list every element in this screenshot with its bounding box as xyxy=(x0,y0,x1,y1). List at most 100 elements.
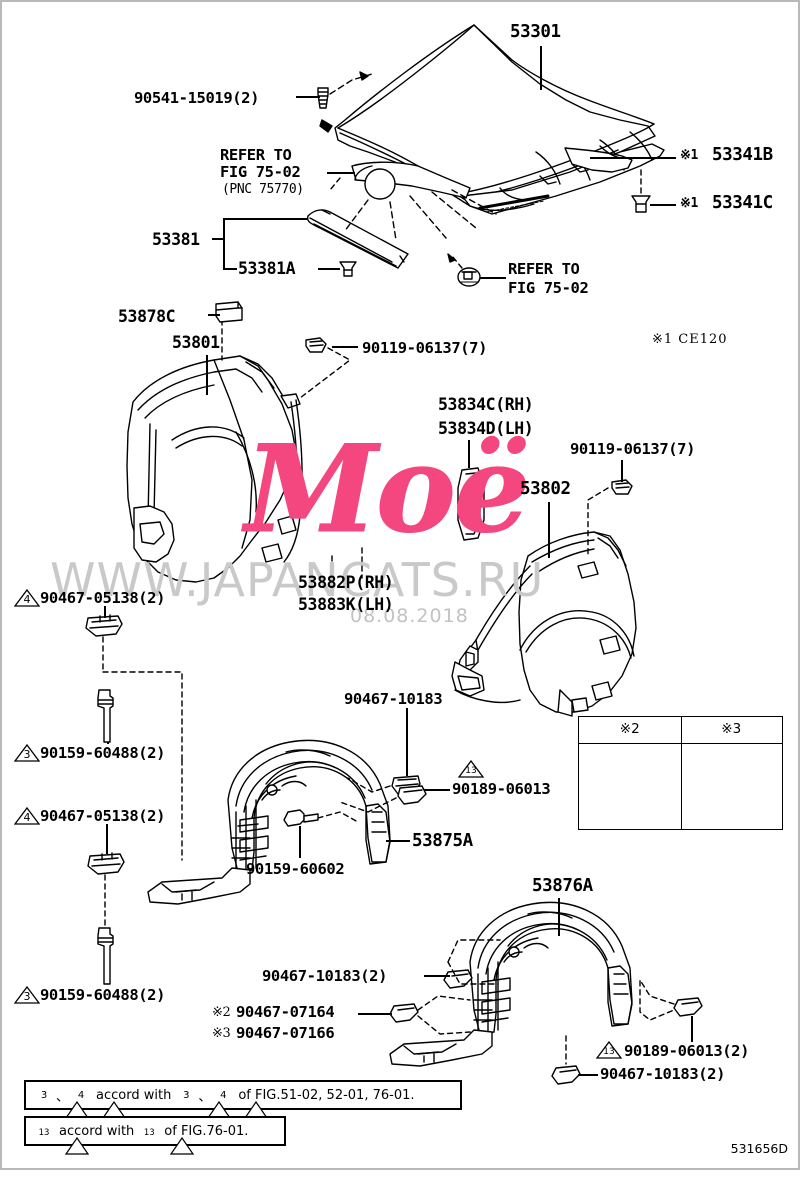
footnote-1-sep-1: 、 xyxy=(56,1089,70,1105)
pad-53878c-glyph xyxy=(215,301,243,323)
leader-05138-a xyxy=(104,606,106,618)
triangle-3-a-number: 3 xyxy=(23,748,31,761)
label-clip-90467-10183-2: 90467-10183(2) xyxy=(262,967,388,985)
footnote-triangle-4-a-number: 4 xyxy=(77,1090,85,1101)
label-retainer-53883k: 53883K(LH) xyxy=(298,595,394,614)
leader-53875a xyxy=(386,840,410,842)
label-bolt-90119-a: 90119-06137(7) xyxy=(362,339,488,357)
footnote-triangle-13-b-number: 13 xyxy=(143,1128,155,1138)
label-clip-90467-10183-b2: 90467-10183(2) xyxy=(600,1065,726,1083)
footnote-1-figs: of FIG.51-02, 52-01, 76-01. xyxy=(238,1087,415,1103)
label-clip-90467-05138-b: 90467-05138(2) xyxy=(40,807,166,825)
seal-53381-drawing xyxy=(306,209,409,269)
label-clip-90467-07164: 90467-07164 xyxy=(236,1003,335,1021)
clip-90189-06013-2-glyph xyxy=(673,997,703,1017)
leader-refer-b xyxy=(480,277,506,279)
label-bolt-90119-b: 90119-06137(7) xyxy=(570,440,696,458)
leader-refer-a xyxy=(327,172,355,174)
bracket-53381-bottom xyxy=(223,268,237,270)
label-refer-75-02-b-line2: FIG 75-02 xyxy=(508,279,589,297)
footnote-triangle-13-a: 13 xyxy=(32,1122,90,1155)
leader-60488-a xyxy=(107,742,109,744)
bracket-53381-vert xyxy=(223,218,225,270)
footnote-2-fig: of FIG.76-01. xyxy=(164,1123,249,1139)
label-clip-53341c: 53341C xyxy=(712,193,773,213)
clip-53341c-glyph xyxy=(631,195,651,213)
leader-53341b xyxy=(590,157,676,159)
watermark-url: WWW.JAPANCATS.RU xyxy=(50,553,545,607)
footnote-1-content: 3 、 4 accord with 3 、 4 of FIG.51-02, 52… xyxy=(26,1086,415,1119)
leader-10183-2 xyxy=(424,975,450,977)
label-fender-53801: 53801 xyxy=(172,333,220,352)
label-fender-53802: 53802 xyxy=(520,479,571,499)
label-screw-90159-60488-a: 90159-60488(2) xyxy=(40,744,166,762)
liner-53876a-drawing xyxy=(389,901,633,1067)
label-mark1-c: ※1 xyxy=(680,196,698,211)
leader-06013-2 xyxy=(691,1016,693,1042)
footnote-box-2: 13 accord with 13 of FIG.76-01. xyxy=(24,1116,286,1155)
leader-90119-b xyxy=(621,460,623,482)
watermark-date: 08.08.2018 xyxy=(350,605,469,627)
clip-90467-07164-glyph xyxy=(389,1003,419,1023)
bolt-90119-a-glyph xyxy=(305,337,327,353)
leader-53301 xyxy=(540,46,542,90)
liner-53875a-drawing xyxy=(147,739,391,905)
footnote-triangle-4-b-number: 4 xyxy=(220,1090,227,1101)
label-bolt-90541: 90541-15019(2) xyxy=(134,89,260,107)
leader-90541 xyxy=(296,96,320,98)
label-seal-53381: 53381 xyxy=(152,230,200,249)
fender-53801-drawing xyxy=(126,355,305,583)
triangle-3-b: 3 xyxy=(14,985,40,1005)
triangle-4-b: 4 xyxy=(14,806,40,826)
fender-53802-drawing xyxy=(451,531,637,717)
clip-90467-05138-a-glyph xyxy=(85,614,123,637)
label-clip-90189-06013-mid: 90189-06013 xyxy=(452,780,551,798)
label-clip-90467-05138-a: 90467-05138(2) xyxy=(40,589,166,607)
label-liner-53875a: 53875A xyxy=(412,831,473,851)
footnote-triangle-13-a-number: 13 xyxy=(38,1128,50,1138)
triangle-13-a: 13 xyxy=(458,759,484,779)
clip-90189-06013-mid-glyph xyxy=(397,785,427,805)
clip-reference-inset: ※2 ※3 xyxy=(578,716,783,830)
label-clip-90189-06013-2: 90189-06013(2) xyxy=(624,1042,750,1060)
footnote-1-sep-2: 、 xyxy=(198,1089,212,1105)
clip-53381a-glyph xyxy=(339,261,357,277)
label-seal-53834c: 53834C(RH) xyxy=(438,395,534,414)
triangle-13-b: 13 xyxy=(596,1040,622,1060)
leader-53381-stub xyxy=(212,238,224,240)
label-mark1-b: ※1 xyxy=(680,148,698,163)
leader-05138-b xyxy=(106,824,108,854)
leader-90119-a xyxy=(332,346,358,348)
clip-90467-10183-b2-glyph xyxy=(551,1065,581,1085)
note-ce120: ※1 CE120 xyxy=(652,332,728,347)
leader-60602 xyxy=(299,826,301,858)
footnote-triangle-13-b: 13 xyxy=(137,1122,195,1155)
label-clip-90467-10183-top: 90467-10183 xyxy=(344,690,443,708)
footnote-box-1: 3 、 4 accord with 3 、 4 of FIG.51-02, 52… xyxy=(24,1080,462,1119)
refer-fig-75-02-part xyxy=(329,161,497,241)
label-clip-90467-07166: 90467-07166 xyxy=(236,1024,335,1042)
footnote-triangle-3-b-number: 3 xyxy=(183,1090,190,1101)
leader-53834 xyxy=(468,440,470,468)
label-refer-75-02-a-line1: REFER TO xyxy=(220,146,292,164)
footnote-2-content: 13 accord with 13 of FIG.76-01. xyxy=(26,1122,249,1155)
triangle-4-b-number: 4 xyxy=(23,811,31,824)
screw-90159-60488-a-glyph xyxy=(97,689,114,743)
bracket-53381-top xyxy=(223,218,307,220)
triangle-4-a-number: 4 xyxy=(23,593,31,606)
leader-10183-b2 xyxy=(578,1074,598,1076)
label-hood-53301: 53301 xyxy=(510,22,561,42)
inset-header-mark3: ※3 xyxy=(721,721,742,737)
label-liner-53876a: 53876A xyxy=(532,876,593,896)
label-mark2: ※2 xyxy=(212,1005,231,1020)
leader-53801 xyxy=(206,355,208,395)
label-screw-90159-60602: 90159-60602 xyxy=(246,860,345,878)
bolt-90119-b-glyph xyxy=(611,479,633,495)
bolt-90541-glyph xyxy=(317,87,329,109)
seal-53834-drawing xyxy=(457,467,485,541)
label-pad-53878c: 53878C xyxy=(118,307,176,326)
label-insulator-53341b: 53341B xyxy=(712,145,773,165)
label-seal-53834d: 53834D(LH) xyxy=(438,419,534,438)
